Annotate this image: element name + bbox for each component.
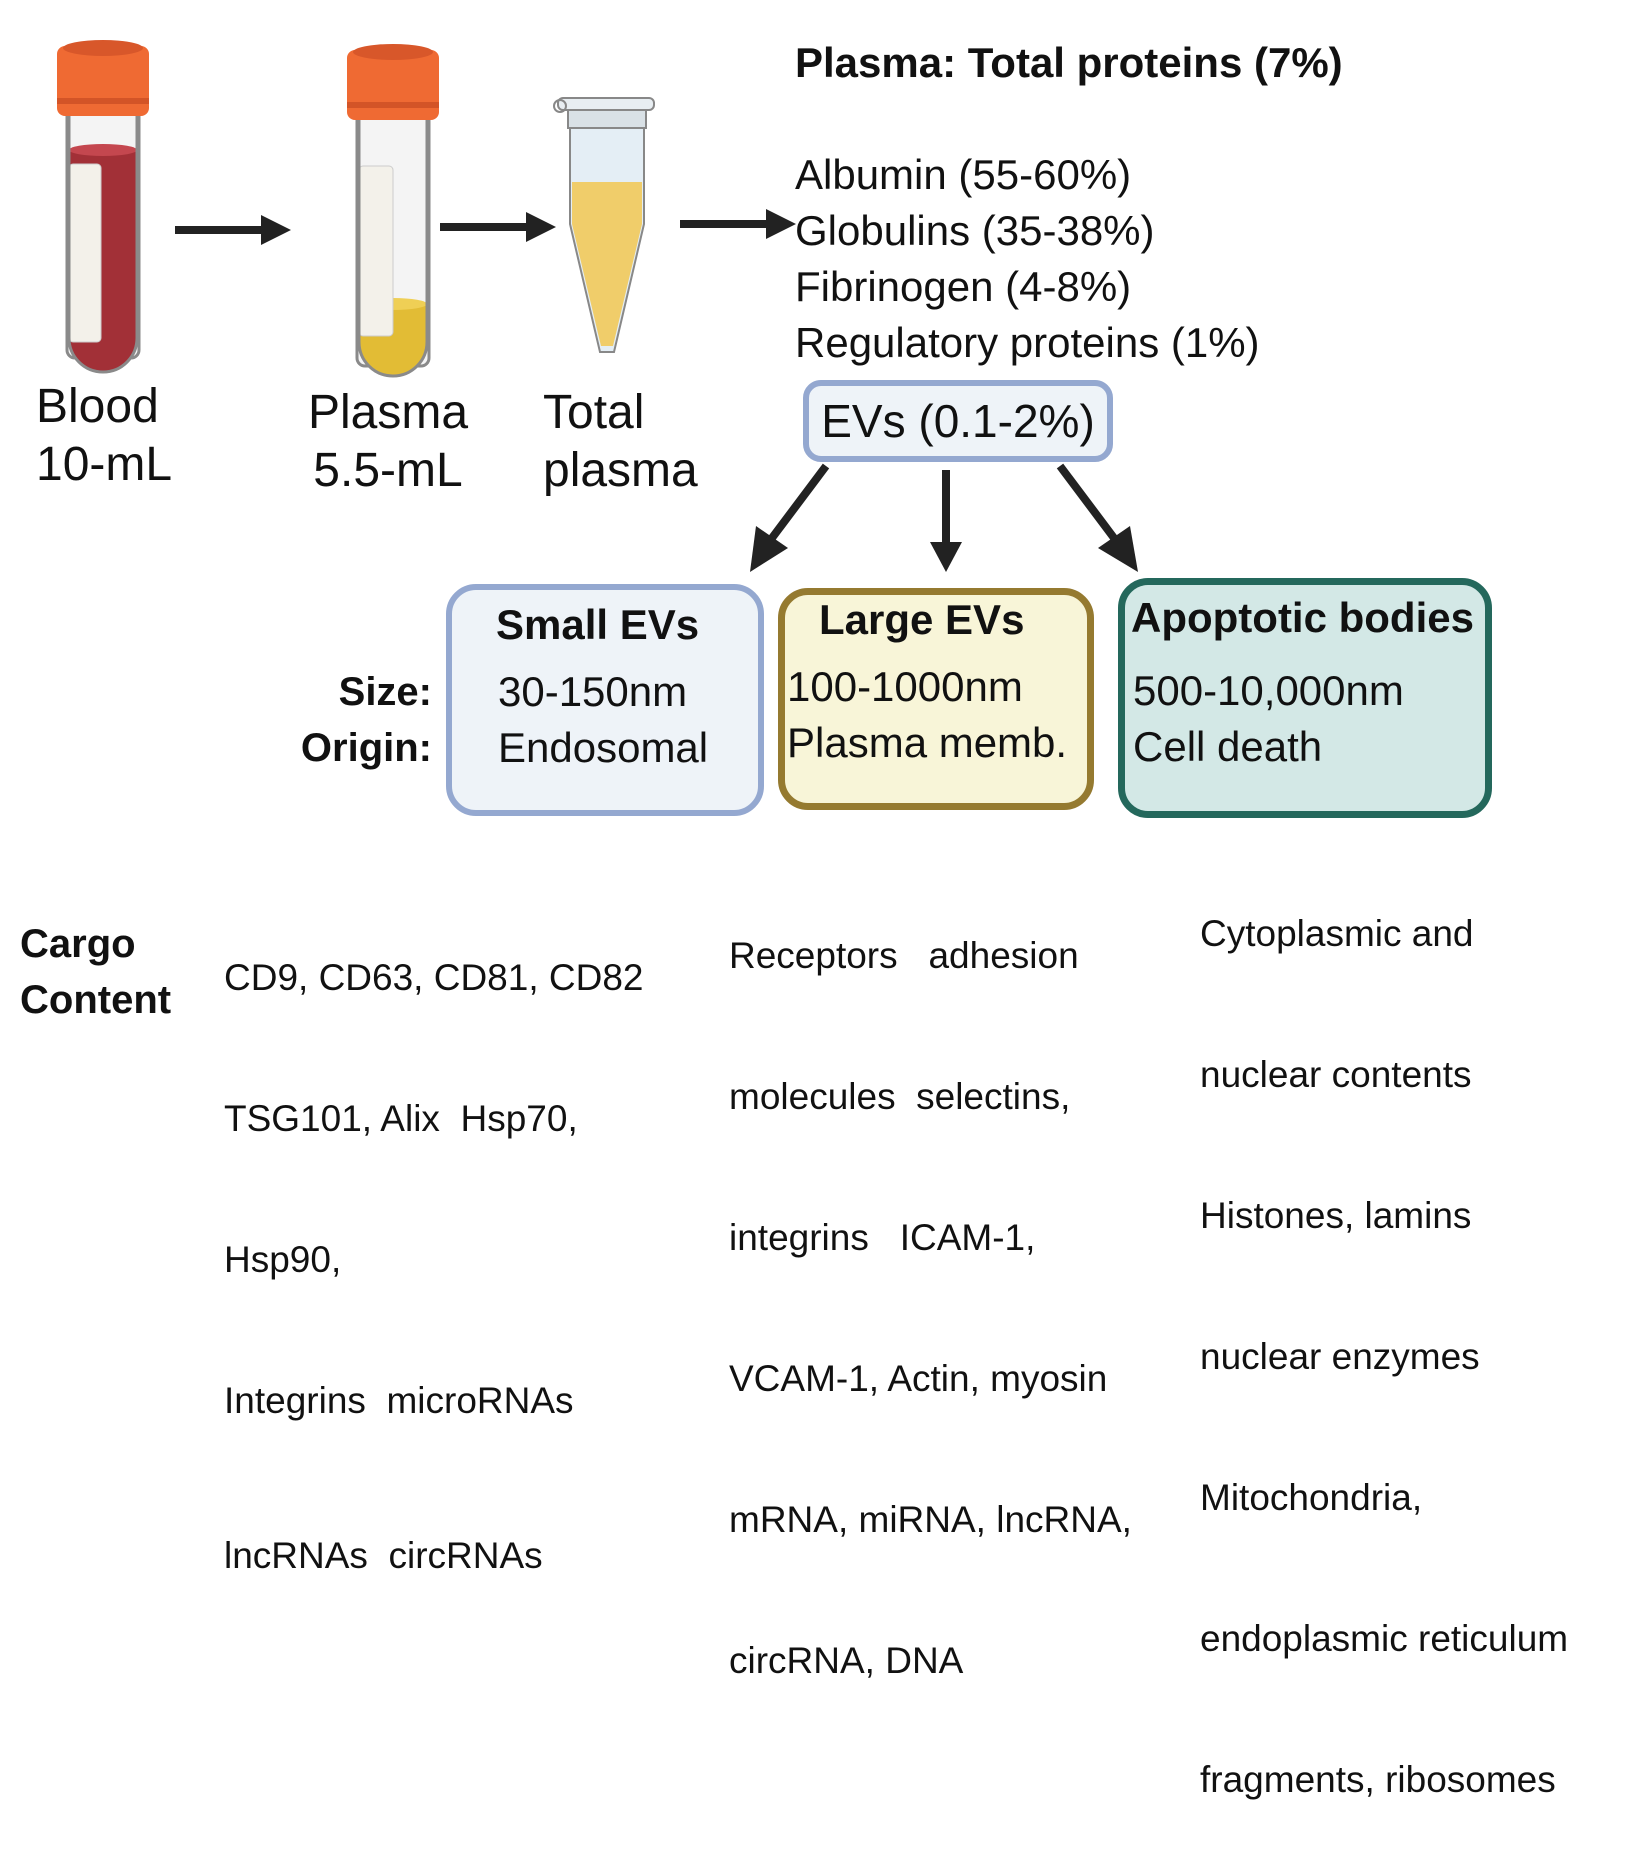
arrow-to-large-evs-icon <box>930 470 962 572</box>
arrow-right-icon <box>680 209 796 239</box>
cargo-label-line: Cargo <box>20 922 136 966</box>
branch-arrows <box>750 463 1138 572</box>
cargo-line: Integrins microRNAs <box>224 1380 574 1421</box>
cargo-content-label: Cargo Content <box>20 916 171 1028</box>
apoptotic-size: 500-10,000nm <box>1133 667 1404 714</box>
step-plasma-label: Plasma 5.5-mL <box>303 384 473 500</box>
small-evs-size: 30-150nm <box>498 668 688 715</box>
blood-tube-icon <box>57 40 149 374</box>
cargo-line: Hsp90, <box>224 1239 342 1280</box>
small-evs-cargo: CD9, CD63, CD81, CD82 TSG101, Alix Hsp70… <box>224 860 643 1626</box>
plasma-protein-list: Albumin (55-60%) Globulins (35-38%) Fibr… <box>795 147 1260 371</box>
step-name: Blood <box>36 380 159 433</box>
step-volume: plasma <box>543 444 698 497</box>
protein-item: Albumin (55-60%) <box>795 151 1132 198</box>
cargo-line: Histones, lamins <box>1200 1195 1472 1236</box>
arrow-to-apoptotic-icon <box>1056 463 1138 572</box>
apoptotic-cargo: Cytoplasmic and nuclear contents Histone… <box>1200 816 1568 1850</box>
cargo-label-line: Content <box>20 978 172 1022</box>
small-evs-origin: Endosomal <box>498 724 709 771</box>
cargo-line: CD9, CD63, CD81, CD82 <box>224 957 644 998</box>
apoptotic-origin: Cell death <box>1133 723 1323 770</box>
cargo-line: Cytoplasmic and <box>1200 913 1474 954</box>
arrow-to-small-evs-icon <box>750 463 830 572</box>
cargo-line: TSG101, Alix Hsp70, <box>224 1098 578 1139</box>
cargo-line: VCAM-1, Actin, myosin <box>729 1358 1108 1399</box>
cargo-line: molecules selectins, <box>729 1076 1071 1117</box>
cargo-line: nuclear enzymes <box>1200 1336 1480 1377</box>
step-volume: 10-mL <box>36 438 173 491</box>
cargo-line: fragments, ribosomes <box>1200 1759 1556 1800</box>
plasma-proteins-title: Plasma: Total proteins (7%) <box>795 39 1343 86</box>
evs-box: EVs (0.1-2%) <box>803 380 1113 462</box>
apoptotic-title: Apoptotic bodies <box>1131 594 1474 641</box>
apoptotic-bodies-box: Apoptotic bodies 500-10,000nm Cell death <box>1118 578 1492 818</box>
large-evs-cargo: Receptors adhesion molecules selectins, … <box>729 838 1132 1731</box>
step-name: Total <box>543 386 645 439</box>
cargo-line: circRNA, DNA <box>729 1640 964 1681</box>
cargo-line: endoplasmic reticulum <box>1200 1618 1569 1659</box>
protein-item: Regulatory proteins (1%) <box>795 319 1260 366</box>
arrow-right-icon <box>440 212 556 242</box>
large-evs-box: Large EVs 100-1000nm Plasma memb. <box>778 588 1094 810</box>
cargo-line: Receptors adhesion <box>729 935 1079 976</box>
size-label: Size: <box>338 670 432 714</box>
protein-item: Fibrinogen (4-8%) <box>795 263 1132 310</box>
small-evs-box: Small EVs 30-150nm Endosomal <box>446 584 764 816</box>
cargo-line: nuclear contents <box>1200 1054 1472 1095</box>
arrow-right-icon <box>175 215 291 245</box>
cargo-line: lncRNAs circRNAs <box>224 1535 543 1576</box>
protein-item: Globulins (35-38%) <box>795 207 1155 254</box>
cargo-line: Mitochondria, <box>1200 1477 1423 1518</box>
origin-label: Origin: <box>300 726 432 770</box>
step-total-plasma-label: Total plasma <box>543 384 698 500</box>
small-evs-title: Small EVs <box>496 601 700 648</box>
cargo-line: mRNA, miRNA, lncRNA, <box>729 1499 1132 1540</box>
step-blood-label: Blood 10-mL <box>36 378 172 494</box>
step-name: Plasma <box>307 386 469 439</box>
large-evs-origin: Plasma memb. <box>787 719 1068 766</box>
step-volume: 5.5-mL <box>313 444 463 497</box>
large-evs-title: Large EVs <box>819 596 1025 643</box>
microtube-icon <box>553 97 655 353</box>
large-evs-size: 100-1000nm <box>787 663 1023 710</box>
cargo-line: integrins ICAM-1, <box>729 1217 1036 1258</box>
plasma-tube-icon <box>347 44 439 378</box>
